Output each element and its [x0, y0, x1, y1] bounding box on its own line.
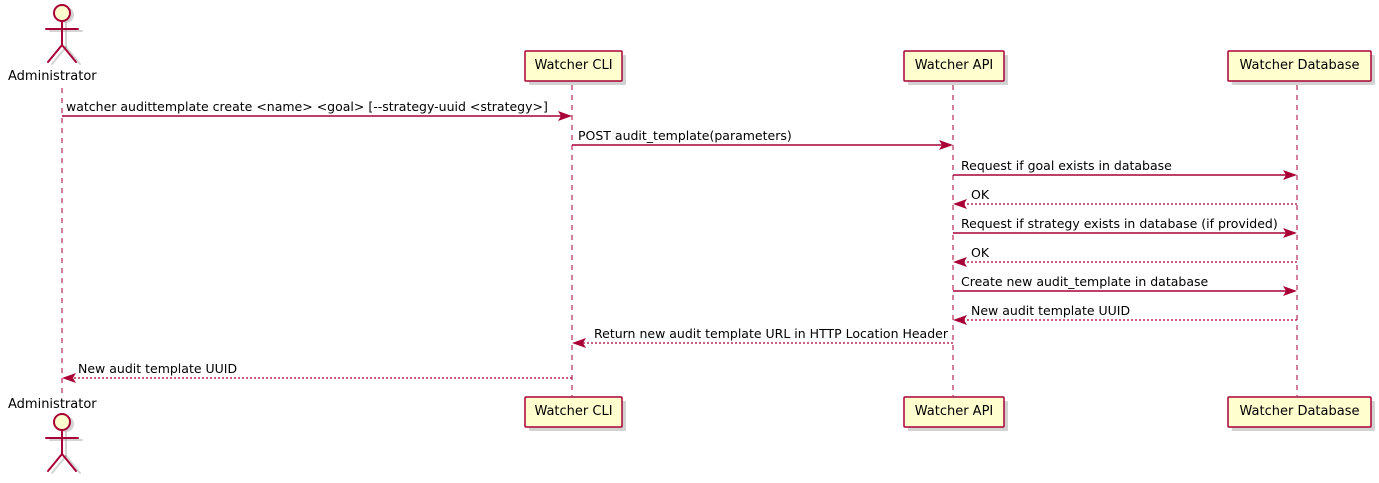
- actor-administrator-top: [45, 4, 83, 65]
- actor-label-administrator-bottom: Administrator: [8, 397, 97, 412]
- message-label-10: New audit template UUID: [78, 361, 238, 376]
- message-label-9: Return new audit template URL in HTTP Lo…: [594, 326, 948, 341]
- message-label-2: POST audit_template(parameters): [578, 128, 792, 143]
- message-label-5: Request if strategy exists in database (…: [961, 216, 1278, 231]
- participant-label-watcher-api-top: Watcher API: [914, 58, 994, 73]
- participant-box-watcher-cli-top[interactable]: [524, 50, 623, 82]
- message-label-4: OK: [971, 187, 990, 202]
- participant-boxes-bottom: [524, 396, 1375, 431]
- message-arrow-9: [572, 338, 953, 348]
- message-label-7: Create new audit_template in database: [961, 274, 1209, 289]
- actor-administrator-bottom: [45, 413, 83, 474]
- message-arrow-10: [62, 373, 572, 383]
- participant-box-watcher-database-bottom[interactable]: [1227, 396, 1372, 428]
- message-arrow-6: [953, 257, 1297, 267]
- message-label-3: Request if goal exists in database: [961, 158, 1172, 173]
- message-arrow-5: [953, 228, 1297, 238]
- message-label-8: New audit template UUID: [971, 303, 1131, 318]
- participant-label-watcher-api-bottom: Watcher API: [914, 404, 994, 419]
- message-label-6: OK: [971, 245, 990, 260]
- participant-box-watcher-cli-bottom[interactable]: [524, 396, 623, 428]
- participant-box-watcher-api-top[interactable]: [903, 50, 1005, 82]
- message-label-1: watcher audittemplate create <name> <goa…: [66, 99, 548, 114]
- participant-boxes-top: [524, 50, 1375, 85]
- message-arrow-4: [953, 199, 1297, 209]
- message-arrow-3: [953, 170, 1297, 180]
- message-arrow-7: [953, 286, 1297, 296]
- participant-box-watcher-database-top[interactable]: [1227, 50, 1372, 82]
- participant-label-watcher-cli-bottom: Watcher CLI: [534, 404, 613, 419]
- participant-box-watcher-api-bottom[interactable]: [903, 396, 1005, 428]
- message-arrow-8: [953, 315, 1297, 325]
- participant-label-watcher-database-top: Watcher Database: [1239, 58, 1360, 73]
- actor-head-icon: [53, 4, 71, 22]
- message-arrow-2: [572, 140, 953, 150]
- participant-label-watcher-database-bottom: Watcher Database: [1239, 404, 1360, 419]
- participant-label-watcher-cli-top: Watcher CLI: [534, 58, 613, 73]
- message-arrow-1: [62, 111, 572, 121]
- actor-label-administrator-top: Administrator: [8, 69, 97, 84]
- actor-head-icon: [53, 413, 71, 431]
- lifelines-group: [61, 85, 1298, 398]
